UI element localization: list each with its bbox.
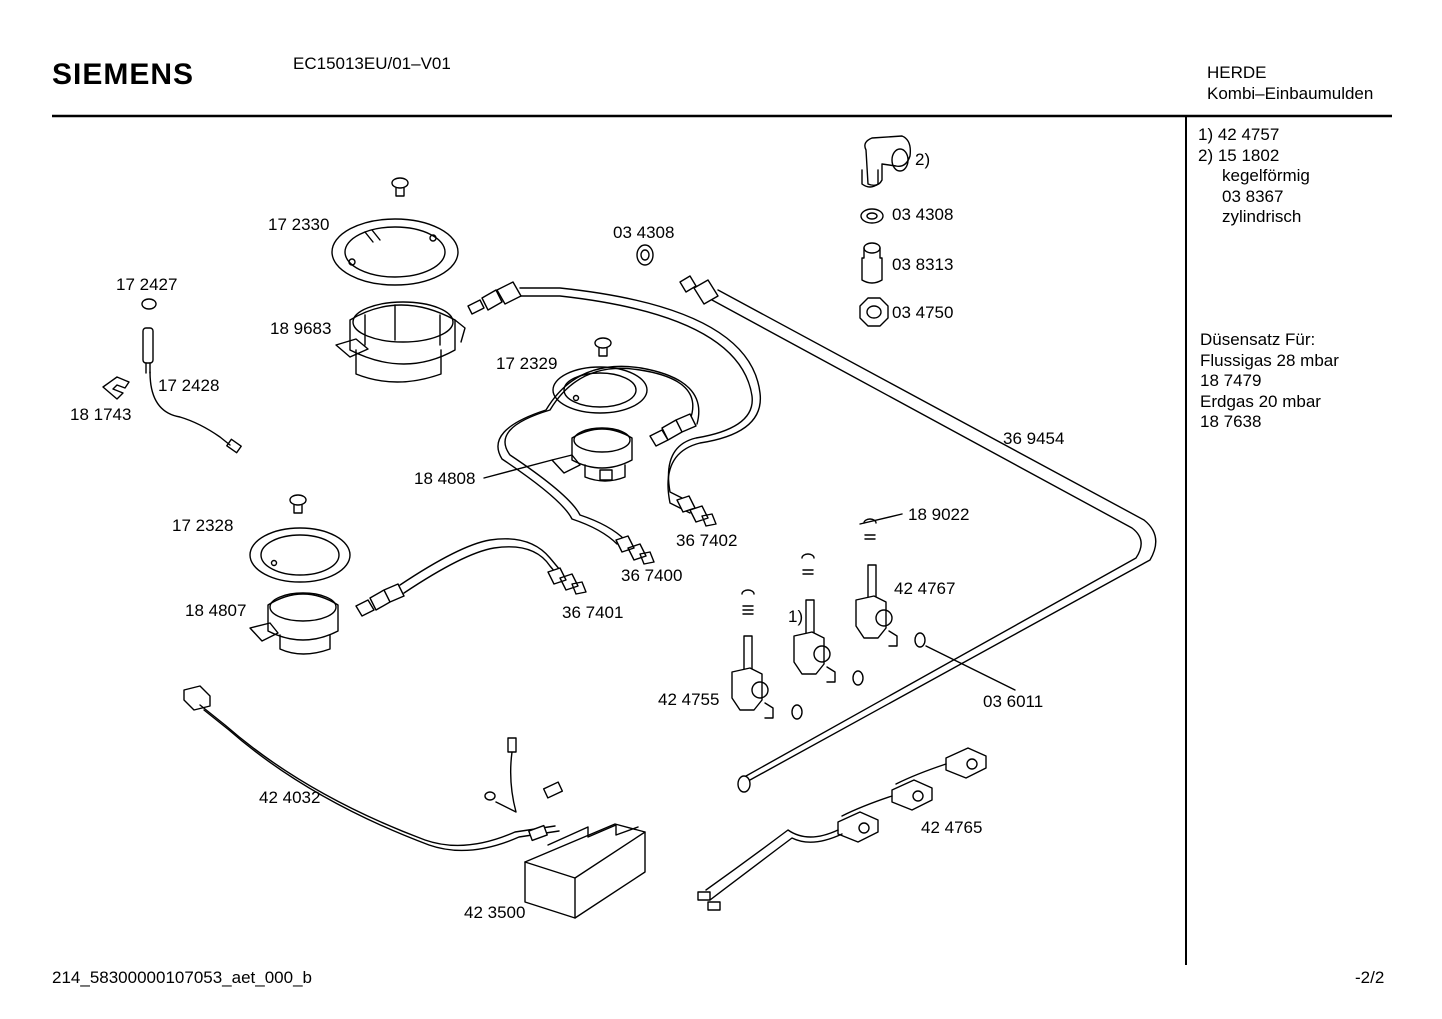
gas-rail-369454-icon bbox=[717, 289, 1157, 781]
tap-spring-icon bbox=[863, 518, 877, 540]
model-number: EC15013EU/01–V01 bbox=[293, 54, 451, 73]
gas-tap-424757-icon bbox=[793, 599, 836, 683]
label-038313: 03 8313 bbox=[892, 255, 953, 274]
burner-gasket-172330-icon bbox=[331, 218, 459, 286]
nozzle-set-line-2: 18 7479 bbox=[1200, 371, 1262, 390]
label-369454: 36 9454 bbox=[1003, 429, 1064, 448]
nozzle-set-line-3: Erdgas 20 mbar bbox=[1200, 391, 1321, 411]
label-423500: 42 3500 bbox=[464, 903, 525, 922]
label-034308-a: 03 4308 bbox=[613, 223, 674, 242]
seal-ring-034308-icon bbox=[636, 244, 654, 266]
connector-plug-icon bbox=[542, 781, 564, 799]
ignition-switch-harness-424765-icon bbox=[697, 747, 987, 911]
pipe-end-icon bbox=[737, 775, 751, 793]
pipe-fitting-icon bbox=[547, 567, 587, 595]
label-367401: 36 7401 bbox=[562, 603, 623, 622]
gas-tap-424767-icon bbox=[855, 564, 898, 647]
burner-housing-189683-icon bbox=[335, 301, 466, 383]
legend-item-2: 2) 15 1802 bbox=[1198, 145, 1280, 165]
tap-spring-icon bbox=[741, 589, 755, 615]
gas-rail-369454-icon bbox=[711, 299, 1142, 777]
label-184808: 18 4808 bbox=[414, 469, 475, 488]
nozzle-set-line-4: 18 7638 bbox=[1200, 412, 1262, 431]
elbow-fitting-icon bbox=[861, 135, 912, 188]
legend-item-2c: zylindrisch bbox=[1222, 207, 1302, 226]
electrode-172427-icon bbox=[141, 298, 242, 454]
leader-line bbox=[859, 513, 903, 525]
page-number: -2/2 bbox=[1355, 968, 1385, 987]
leader-line bbox=[483, 459, 553, 479]
label-367400: 36 7400 bbox=[621, 566, 682, 585]
pipe-fitting-icon bbox=[467, 281, 522, 315]
label-181743: 18 1743 bbox=[70, 405, 131, 424]
label-184807: 18 4807 bbox=[185, 601, 246, 620]
legend-item-2a: kegelförmig bbox=[1222, 166, 1310, 185]
wire-harness-icon bbox=[495, 751, 517, 813]
label-172329: 17 2329 bbox=[496, 354, 557, 373]
pipe-nut-icon bbox=[679, 275, 719, 305]
screw-icon bbox=[289, 494, 307, 514]
label-424755: 42 4755 bbox=[658, 690, 719, 709]
callout-1: 1) bbox=[788, 607, 803, 626]
burner-gasket-172328-icon bbox=[249, 527, 351, 583]
category-line-2: Kombi–Einbaumulden bbox=[1207, 84, 1374, 103]
leader-line bbox=[925, 645, 1016, 691]
burner-gasket-172329-icon bbox=[552, 366, 648, 414]
gas-pipe-icon bbox=[403, 546, 561, 594]
label-172330: 17 2330 bbox=[268, 215, 329, 234]
nut-034750-icon bbox=[859, 297, 889, 327]
footnote-legend: 1) 42 4757 2) 15 1802 kegelförmig 03 836… bbox=[1198, 125, 1310, 228]
label-172328: 17 2328 bbox=[172, 516, 233, 535]
category-line-1: HERDE bbox=[1207, 63, 1267, 82]
nozzle-set-info: Düsensatz Für: Flussigas 28 mbar 18 7479… bbox=[1200, 330, 1339, 433]
pipe-fitting-icon bbox=[355, 583, 405, 617]
screw-icon bbox=[594, 337, 612, 357]
label-189683: 18 9683 bbox=[270, 319, 331, 338]
callout-2: 2) bbox=[915, 150, 930, 169]
label-034308-b: 03 4308 bbox=[892, 205, 953, 224]
legend-item-1: 1) 42 4757 bbox=[1198, 125, 1280, 144]
connector-plug-icon bbox=[528, 824, 548, 842]
pipe-fitting-icon bbox=[615, 535, 655, 565]
label-367402: 36 7402 bbox=[676, 531, 737, 550]
label-172428: 17 2428 bbox=[158, 376, 219, 395]
label-424032: 42 4032 bbox=[259, 788, 320, 807]
wire-harness-424032-icon bbox=[203, 709, 560, 852]
category-block: HERDE Kombi–Einbaumulden bbox=[1207, 62, 1373, 104]
connector-plug-icon bbox=[507, 737, 517, 753]
label-172427: 17 2427 bbox=[116, 275, 177, 294]
label-189022: 18 9022 bbox=[908, 505, 969, 524]
label-036011: 03 6011 bbox=[983, 692, 1043, 711]
spark-generator-423500-icon bbox=[524, 823, 646, 919]
brand-logo: SIEMENS bbox=[52, 58, 195, 91]
legend-item-2b: 03 8367 bbox=[1222, 186, 1284, 206]
burner-housing-184808-icon bbox=[551, 427, 633, 482]
o-ring-036011-icon bbox=[791, 632, 926, 720]
pipe-fitting-icon bbox=[676, 495, 717, 527]
label-424765: 42 4765 bbox=[921, 818, 982, 837]
clip-181743-icon bbox=[102, 376, 130, 400]
ring-terminal-icon bbox=[484, 791, 496, 801]
connector-plug-icon bbox=[183, 685, 211, 711]
pipe-fitting-icon bbox=[649, 413, 697, 447]
gas-pipe-icon bbox=[504, 367, 694, 541]
wire-harness-424032-icon bbox=[199, 704, 556, 847]
gas-tap-424755-icon bbox=[731, 635, 774, 719]
label-034750: 03 4750 bbox=[892, 303, 953, 322]
gas-pipe-icon bbox=[497, 365, 700, 545]
gas-pipe-icon bbox=[519, 295, 753, 503]
nozzle-038313-icon bbox=[861, 242, 883, 284]
nozzle-set-title: Düsensatz Für: bbox=[1200, 330, 1316, 349]
document-id: 214_58300000107053_aet_000_b bbox=[52, 968, 312, 987]
label-424767: 42 4767 bbox=[894, 579, 955, 598]
burner-housing-184807-icon bbox=[249, 592, 339, 655]
tap-spring-icon bbox=[801, 553, 815, 575]
gas-pipe-icon bbox=[519, 287, 761, 514]
gas-pipe-icon bbox=[399, 538, 561, 586]
screw-icon bbox=[391, 177, 409, 197]
nozzle-set-line-1: Flussigas 28 mbar bbox=[1200, 350, 1339, 370]
seal-ring-icon bbox=[860, 208, 884, 224]
